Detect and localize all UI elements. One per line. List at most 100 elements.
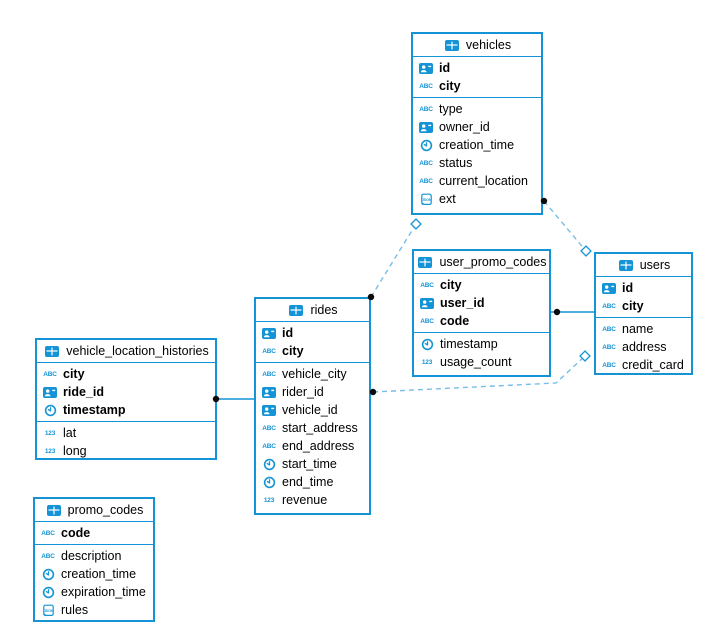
- column-row-credit_card[interactable]: ABC credit_card: [596, 356, 691, 373]
- column-row-creation_time[interactable]: creation_time: [413, 136, 541, 154]
- table-header-promo_codes[interactable]: promo_codes: [35, 499, 153, 522]
- relationship-line[interactable]: [543, 200, 587, 252]
- column-row-vehicle_id[interactable]: vehicle_id: [256, 401, 369, 419]
- datetime-type-icon: [39, 586, 57, 599]
- column-label: vehicle_city: [282, 367, 347, 381]
- relationship-user_promo_codes-users[interactable]: [551, 308, 594, 316]
- table-icon: [443, 39, 461, 51]
- column-label: revenue: [282, 493, 328, 507]
- column-label: lat: [63, 426, 77, 440]
- column-label: ext: [439, 192, 456, 206]
- column-row-id[interactable]: id: [413, 59, 541, 77]
- table-title: vehicle_location_histories: [66, 344, 209, 358]
- column-row-expiration_time[interactable]: expiration_time: [35, 583, 153, 601]
- column-row-city[interactable]: ABC city: [596, 297, 691, 315]
- column-label: creation_time: [439, 138, 515, 152]
- relationship-vehicle_location_histories-rides[interactable]: [212, 395, 254, 403]
- table-header-user_promo_codes[interactable]: user_promo_codes: [414, 251, 549, 274]
- datetime-type-icon: [39, 568, 57, 581]
- column-label: address: [622, 340, 667, 354]
- relationship-vehicles-users[interactable]: [540, 197, 592, 257]
- column-row-user_id[interactable]: user_id: [414, 294, 549, 312]
- id-type-icon: [417, 121, 435, 133]
- many-side-dot-marker: [553, 308, 561, 316]
- column-row-description[interactable]: ABC description: [35, 547, 153, 565]
- column-row-timestamp[interactable]: timestamp: [414, 335, 549, 353]
- datetime-type-icon: [417, 139, 435, 152]
- column-label: city: [63, 367, 85, 381]
- column-label: code: [440, 314, 470, 328]
- column-label: creation_time: [61, 567, 137, 581]
- column-label: user_id: [440, 296, 485, 310]
- column-label: credit_card: [622, 358, 684, 372]
- column-row-id[interactable]: id: [596, 279, 691, 297]
- json-type-icon: JSON: [417, 193, 435, 206]
- column-label: id: [282, 326, 294, 340]
- table-header-vehicle_location_histories[interactable]: vehicle_location_histories: [37, 340, 215, 363]
- column-label: code: [61, 526, 91, 540]
- svg-text:JSON: JSON: [421, 198, 431, 202]
- column-label: city: [622, 299, 644, 313]
- string-type-icon: ABC: [419, 82, 433, 90]
- column-row-timestamp[interactable]: timestamp: [37, 401, 215, 419]
- column-row-id[interactable]: id: [256, 324, 369, 342]
- column-row-creation_time[interactable]: creation_time: [35, 565, 153, 583]
- column-label: status: [439, 156, 473, 170]
- column-row-end_time[interactable]: end_time: [256, 473, 369, 491]
- table-icon: [617, 259, 635, 271]
- string-type-icon: ABC: [602, 325, 616, 333]
- string-type-icon: ABC: [419, 105, 433, 113]
- column-row-rider_id[interactable]: rider_id: [256, 383, 369, 401]
- string-type-icon: ABC: [262, 347, 276, 355]
- column-row-owner_id[interactable]: owner_id: [413, 118, 541, 136]
- column-label: long: [63, 444, 87, 458]
- table-title: users: [639, 258, 671, 272]
- column-label: owner_id: [439, 120, 490, 134]
- table-header-rides[interactable]: rides: [256, 299, 369, 322]
- table-header-users[interactable]: users: [596, 254, 691, 277]
- one-side-diamond-marker: [579, 350, 591, 362]
- table-icon: [416, 256, 434, 268]
- table-header-vehicles[interactable]: vehicles: [413, 34, 541, 57]
- string-type-icon: ABC: [602, 302, 616, 310]
- column-row-ext[interactable]: JSON ext: [413, 190, 541, 208]
- datetime-type-icon: [41, 404, 59, 417]
- string-type-icon: ABC: [602, 361, 616, 369]
- string-type-icon: ABC: [41, 552, 55, 560]
- column-label: description: [61, 549, 122, 563]
- column-row-ride_id[interactable]: ride_id: [37, 383, 215, 401]
- column-row-start_time[interactable]: start_time: [256, 455, 369, 473]
- table-title: user_promo_codes: [439, 255, 547, 269]
- relationship-line[interactable]: [370, 223, 417, 298]
